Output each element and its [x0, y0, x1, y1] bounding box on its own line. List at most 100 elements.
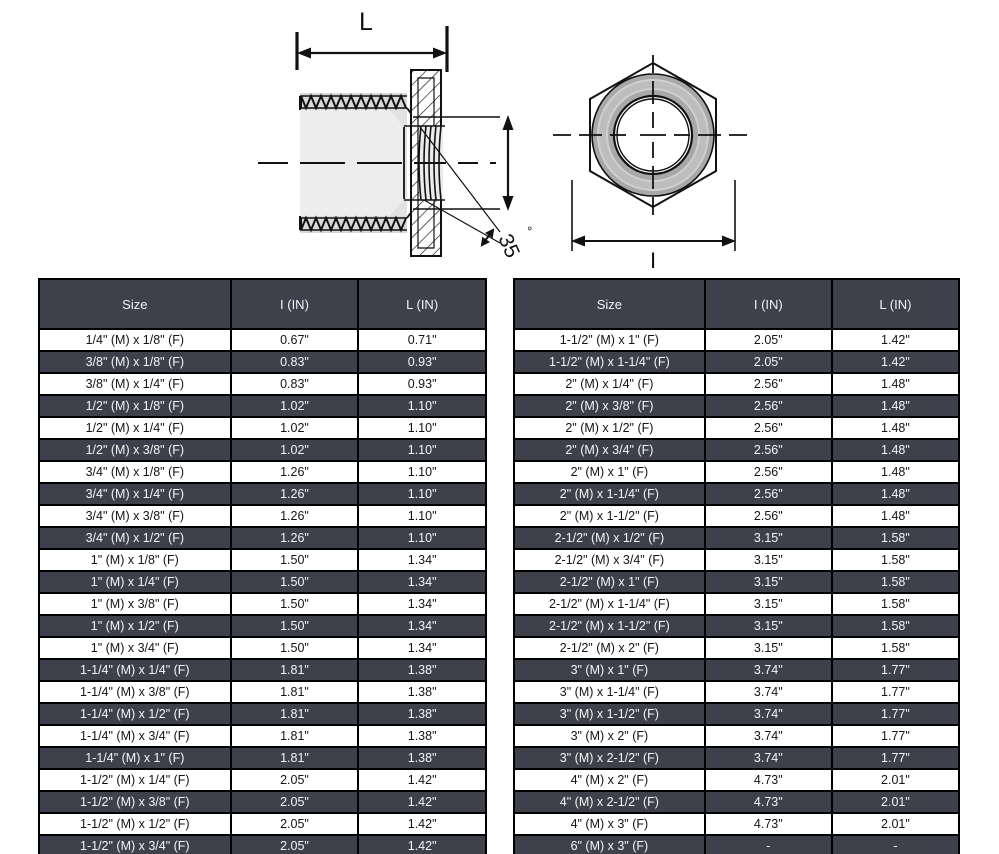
cell-size: 1-1/2" (M) x 1/4" (F) [40, 770, 230, 790]
cell-i: 2.05" [231, 792, 358, 812]
cell-l: 1.34" [359, 550, 485, 570]
table-row: 2-1/2" (M) x 2" (F)3.15"1.58" [515, 638, 958, 658]
table-row: 2-1/2" (M) x 1-1/2" (F)3.15"1.58" [515, 616, 958, 636]
cell-size: 3" (M) x 2" (F) [515, 726, 704, 746]
cell-l: 1.42" [359, 836, 485, 854]
cell-i: 1.26" [231, 528, 358, 548]
cell-size: 1-1/2" (M) x 1-1/4" (F) [515, 352, 704, 372]
dimension-table-right: Size I (IN) L (IN) 1-1/2" (M) x 1" (F)2.… [513, 278, 960, 854]
cell-l: 1.77" [832, 726, 958, 746]
cell-l: 1.77" [832, 660, 958, 680]
table-row: 1-1/2" (M) x 1/4" (F)2.05"1.42" [40, 770, 485, 790]
cell-l: 1.10" [359, 440, 485, 460]
cell-l: 1.48" [832, 374, 958, 394]
cell-size: 3/8" (M) x 1/8" (F) [40, 352, 230, 372]
cell-size: 2" (M) x 1" (F) [515, 462, 704, 482]
cell-l: 1.48" [832, 418, 958, 438]
body-inner-fill [300, 108, 404, 218]
cell-l: 1.38" [359, 748, 485, 768]
cell-size: 1-1/2" (M) x 1" (F) [515, 330, 704, 350]
table-row: 1-1/4" (M) x 3/4" (F)1.81"1.38" [40, 726, 485, 746]
cell-size: 2-1/2" (M) x 3/4" (F) [515, 550, 704, 570]
table-row: 1-1/2" (M) x 1-1/4" (F)2.05"1.42" [515, 352, 958, 372]
cell-i: 1.81" [231, 726, 358, 746]
cell-i: 4.73" [705, 792, 831, 812]
cell-i: 0.83" [231, 374, 358, 394]
table-row: 2" (M) x 1/4" (F)2.56"1.48" [515, 374, 958, 394]
cell-i: 2.56" [705, 440, 831, 460]
cell-l: 1.10" [359, 396, 485, 416]
table-header-row: Size I (IN) L (IN) [515, 280, 958, 328]
cell-size: 2-1/2" (M) x 2" (F) [515, 638, 704, 658]
cell-i: 1.02" [231, 440, 358, 460]
cell-i: 3.15" [705, 616, 831, 636]
hex-end-view: I [553, 55, 747, 272]
cell-size: 1/4" (M) x 1/8" (F) [40, 330, 230, 350]
cell-size: 4" (M) x 2" (F) [515, 770, 704, 790]
cell-i: 1.26" [231, 506, 358, 526]
table-row: 6" (M) x 3" (F)-- [515, 836, 958, 854]
cell-size: 2" (M) x 3/8" (F) [515, 396, 704, 416]
table-row: 1" (M) x 3/4" (F)1.50"1.34" [40, 638, 485, 658]
arrowhead-I-left [571, 235, 585, 247]
table-row: 3" (M) x 2" (F)3.74"1.77" [515, 726, 958, 746]
dimension-label-I: I [650, 248, 656, 272]
cell-i: 2.05" [705, 330, 831, 350]
arrowhead-left [297, 47, 311, 59]
cell-l: 2.01" [832, 792, 958, 812]
cell-size: 2" (M) x 1-1/2" (F) [515, 506, 704, 526]
table-left-body: 1/4" (M) x 1/8" (F)0.67"0.71"3/8" (M) x … [40, 330, 485, 854]
column-header-l: L (IN) [359, 280, 485, 328]
cell-i: 2.56" [705, 506, 831, 526]
cell-l: 1.48" [832, 484, 958, 504]
cell-i: 4.73" [705, 770, 831, 790]
cell-size: 1/2" (M) x 3/8" (F) [40, 440, 230, 460]
arrowhead-down [502, 196, 514, 211]
cell-l: 1.48" [832, 462, 958, 482]
cell-i: 3.74" [705, 704, 831, 724]
table-row: 3/8" (M) x 1/8" (F)0.83"0.93" [40, 352, 485, 372]
table-row: 1-1/4" (M) x 1/4" (F)1.81"1.38" [40, 660, 485, 680]
cell-size: 3" (M) x 2-1/2" (F) [515, 748, 704, 768]
cell-i: 1.02" [231, 396, 358, 416]
cell-size: 2-1/2" (M) x 1/2" (F) [515, 528, 704, 548]
column-header-l: L (IN) [832, 280, 958, 328]
cell-size: 1-1/4" (M) x 1/2" (F) [40, 704, 230, 724]
table-row: 1/2" (M) x 1/8" (F)1.02"1.10" [40, 396, 485, 416]
table-row: 4" (M) x 3" (F)4.73"2.01" [515, 814, 958, 834]
table-row: 2-1/2" (M) x 1/2" (F)3.15"1.58" [515, 528, 958, 548]
table-row: 3" (M) x 2-1/2" (F)3.74"1.77" [515, 748, 958, 768]
cell-i: 3.74" [705, 726, 831, 746]
cell-l: 1.48" [832, 506, 958, 526]
cell-size: 2-1/2" (M) x 1-1/4" (F) [515, 594, 704, 614]
cell-i: 2.56" [705, 418, 831, 438]
cell-size: 2-1/2" (M) x 1" (F) [515, 572, 704, 592]
cell-size: 2" (M) x 1/4" (F) [515, 374, 704, 394]
table-row: 1" (M) x 1/8" (F)1.50"1.34" [40, 550, 485, 570]
cell-i: 1.50" [231, 638, 358, 658]
cell-i: 2.05" [705, 352, 831, 372]
arrowhead-I-right [722, 235, 736, 247]
cell-size: 1/2" (M) x 1/4" (F) [40, 418, 230, 438]
hex-flange-inner-outline [417, 77, 435, 249]
cell-size: 3/4" (M) x 1/8" (F) [40, 462, 230, 482]
cell-size: 3" (M) x 1-1/2" (F) [515, 704, 704, 724]
dimension-table-left-wrapper: Size I (IN) L (IN) 1/4" (M) x 1/8" (F)0.… [38, 278, 487, 854]
table-right-body: 1-1/2" (M) x 1" (F)2.05"1.42"1-1/2" (M) … [515, 330, 958, 854]
table-row: 1" (M) x 3/8" (F)1.50"1.34" [40, 594, 485, 614]
table-row: 3/4" (M) x 1/4" (F)1.26"1.10" [40, 484, 485, 504]
degree-symbol: ° [519, 224, 535, 235]
arrowhead-up [502, 115, 514, 130]
table-header-row: Size I (IN) L (IN) [40, 280, 485, 328]
table-row: 2-1/2" (M) x 1" (F)3.15"1.58" [515, 572, 958, 592]
table-row: 2" (M) x 1/2" (F)2.56"1.48" [515, 418, 958, 438]
cell-l: 2.01" [832, 814, 958, 834]
section-side-view: L [258, 8, 535, 261]
cell-size: 2-1/2" (M) x 1-1/2" (F) [515, 616, 704, 636]
cell-l: 1.58" [832, 616, 958, 636]
cell-size: 4" (M) x 2-1/2" (F) [515, 792, 704, 812]
cell-size: 1-1/4" (M) x 3/4" (F) [40, 726, 230, 746]
cell-l: 1.77" [832, 704, 958, 724]
cell-l: 1.42" [832, 352, 958, 372]
